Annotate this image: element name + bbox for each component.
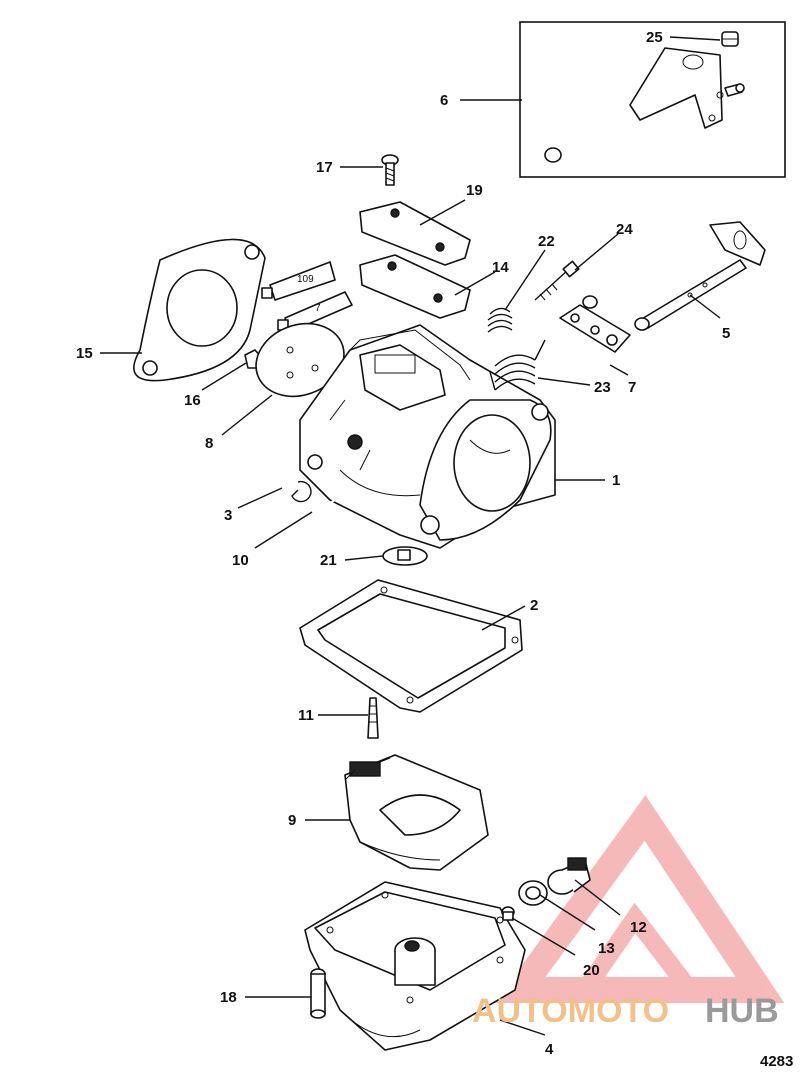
callout-15: 15 (76, 345, 93, 362)
part-1-carburetor-body (299, 324, 556, 549)
callout-10: 10 (232, 552, 249, 569)
tube-label-109: 109 (297, 274, 314, 285)
figure-number: 4283 (760, 1053, 793, 1070)
part-21-washer (382, 546, 428, 566)
part-18-screw (310, 968, 326, 1019)
part-3-clip (291, 480, 312, 503)
callout-20: 20 (583, 962, 600, 979)
part-9-float (344, 754, 489, 871)
part-25-screw (721, 31, 739, 47)
callout-21: 21 (320, 552, 337, 569)
callout-22: 22 (538, 233, 555, 250)
watermark-brand-part1: AUTOMOTO (472, 992, 669, 1030)
part-12-drain-plug (547, 857, 591, 895)
part-10-pin (296, 499, 336, 523)
watermark-logo (494, 795, 785, 1003)
callout-7: 7 (628, 379, 636, 396)
callout-24: 24 (616, 221, 633, 238)
watermark-text: AUTOMOTO HUB (472, 992, 779, 1030)
callout-8: 8 (205, 435, 213, 452)
tube-label-7: 7 (315, 303, 321, 314)
part-20-jet (501, 906, 515, 921)
part-6-throttle-shaft (544, 47, 745, 163)
part-23-spring (489, 339, 546, 391)
callout-19: 19 (466, 182, 483, 199)
part-14-gasket (359, 254, 471, 319)
callout-14: 14 (492, 259, 509, 276)
callout-18: 18 (220, 989, 237, 1006)
watermark-brand-part2: HUB (705, 992, 779, 1030)
part-11-needle (367, 697, 379, 739)
part-17-screw (381, 154, 399, 186)
part-4-float-bowl (304, 881, 526, 1051)
callout-6: 6 (440, 92, 448, 109)
callout-17: 17 (316, 159, 333, 176)
callout-23: 23 (594, 379, 611, 396)
callout-9: 9 (288, 812, 296, 829)
callout-labels: 25 6 17 19 22 24 14 5 15 16 7 23 8 1 3 1… (76, 29, 730, 1058)
callout-3: 3 (224, 507, 232, 524)
callout-1: 1 (612, 472, 620, 489)
part-8-diaphragm (255, 322, 345, 398)
part-5-choke-shaft (634, 221, 766, 331)
part-22-spring (487, 307, 513, 333)
part-24-screw (534, 260, 580, 301)
part-13-washer (518, 880, 548, 906)
callout-2: 2 (530, 597, 538, 614)
callout-5: 5 (722, 325, 730, 342)
part-2-bowl-gasket (299, 579, 523, 713)
callout-25: 25 (646, 29, 663, 46)
leader-lines (100, 36, 721, 1036)
callout-13: 13 (598, 940, 615, 957)
part-7-bracket (559, 295, 631, 353)
sealant-tubes: 109 7 (261, 261, 353, 333)
callout-12: 12 (630, 919, 647, 936)
callout-11: 11 (298, 707, 314, 724)
callout-16: 16 (184, 392, 201, 409)
callout-4: 4 (545, 1041, 554, 1058)
part-19-cover-plate (359, 201, 471, 266)
part-15-flange-gasket (133, 238, 266, 382)
